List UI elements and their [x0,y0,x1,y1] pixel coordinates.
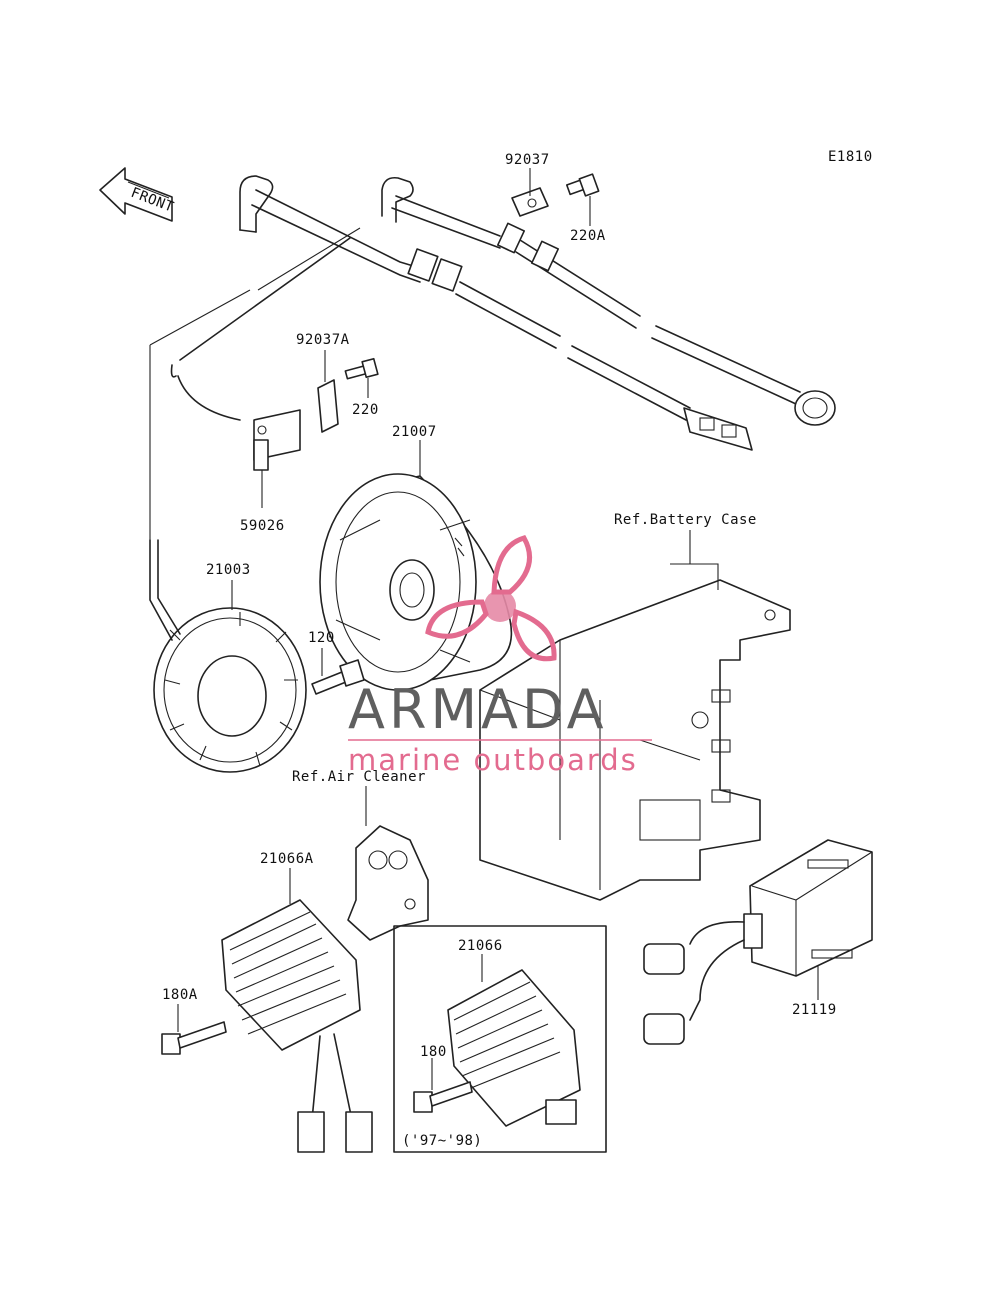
label-21003: 21003 [206,562,251,578]
bolt-220 [344,357,379,380]
watermark-tagline: marine outboards [348,743,638,777]
armada-watermark: ARMADA marine outboards [348,535,652,777]
label-21119: 21119 [792,1002,837,1018]
front-arrow-icon: FRONT [99,167,176,222]
label-220: 220 [352,402,379,418]
label-180: 180 [420,1044,447,1060]
diagram-code: E1810 [828,149,873,165]
bolt-180 [413,1081,473,1113]
watermark-brand: ARMADA [348,678,608,741]
wire-harness [149,175,836,540]
label-220A: 220A [570,228,606,244]
bolt-120 [311,659,365,695]
label-59026: 59026 [240,518,285,534]
flywheel-21007 [319,473,513,691]
sensor-59026 [253,439,269,471]
label-21007: 21007 [392,424,437,440]
propeller-logo-icon [425,535,557,662]
igniter-21119 [643,839,873,1045]
label-120: 120 [308,630,335,646]
label-92037A: 92037A [296,332,350,348]
clamp-92037 [511,187,549,217]
stator-21003 [149,539,307,773]
air-cleaner-bracket [347,825,429,941]
label-21066: 21066 [458,938,503,954]
ref-battery-case: Ref.Battery Case [614,512,757,528]
variant-box [393,925,607,1153]
ref-air-cleaner: Ref.Air Cleaner [292,769,426,785]
years-note: ('97~'98) [402,1133,482,1149]
label-21066A: 21066A [260,851,314,867]
bolt-220A [565,173,600,197]
label-180A: 180A [162,987,198,1003]
regulator-21066A [221,899,373,1153]
label-92037: 92037 [505,152,550,168]
bolt-180A [161,1021,227,1055]
